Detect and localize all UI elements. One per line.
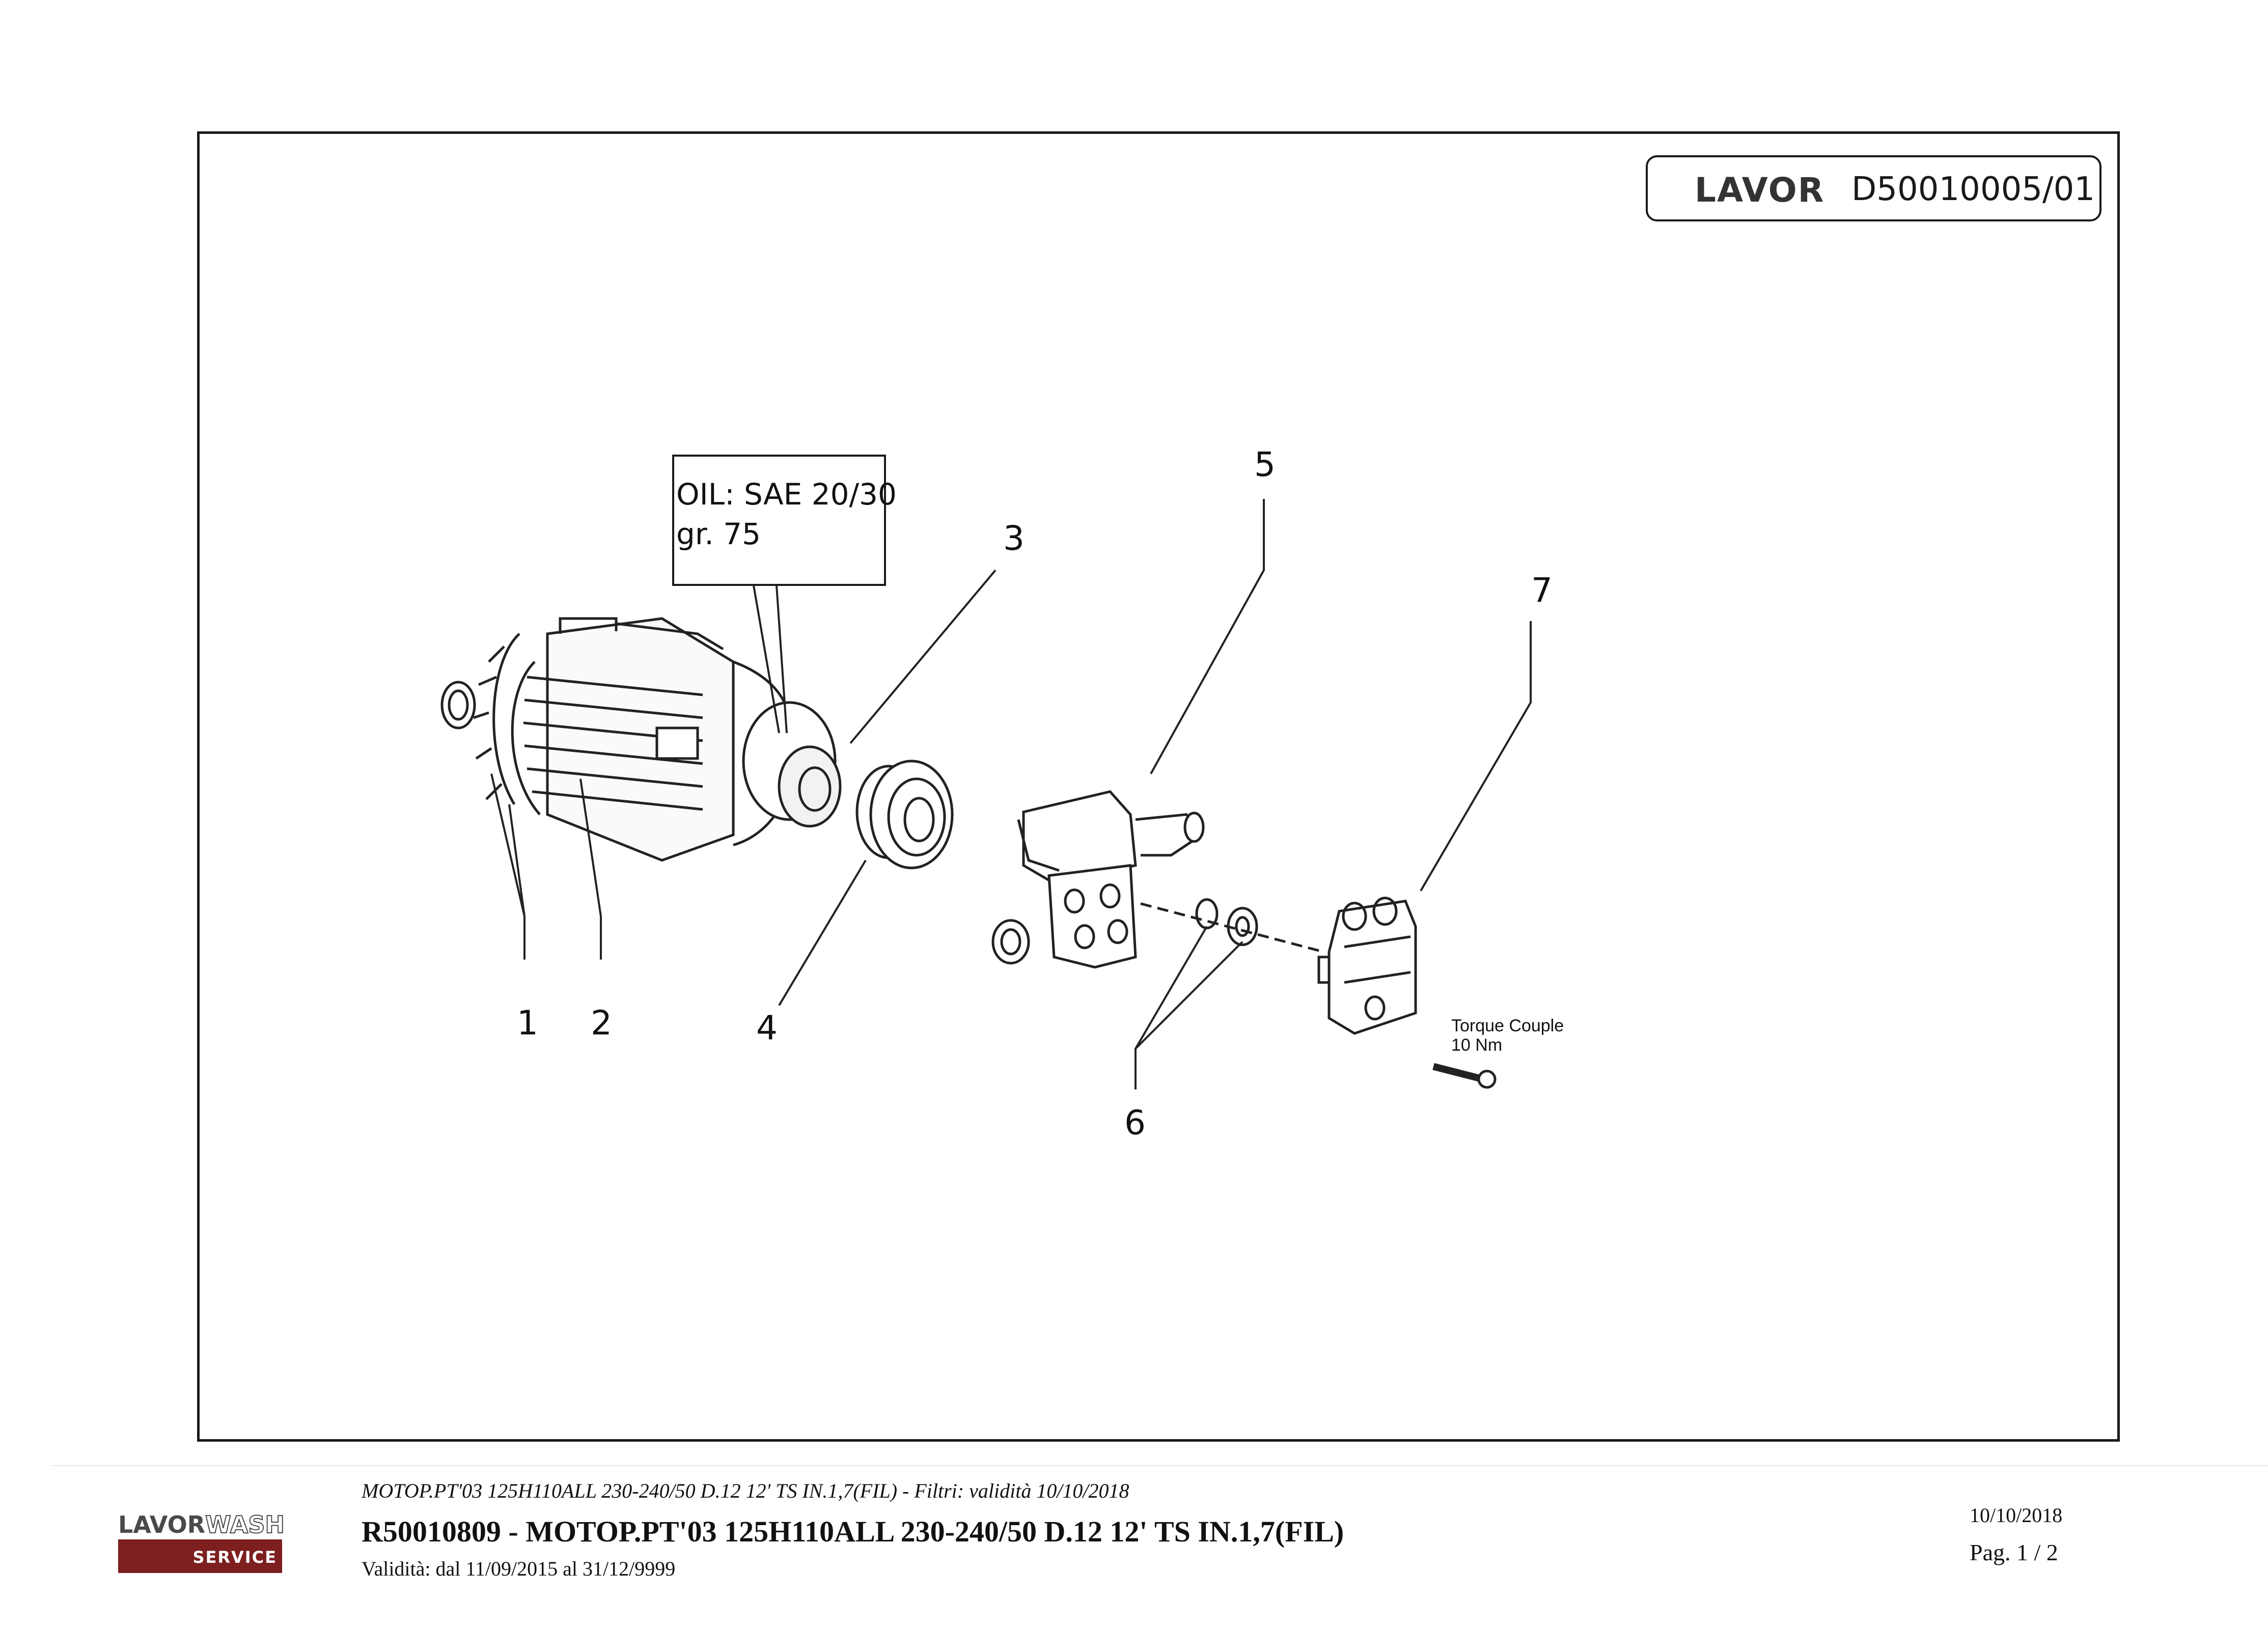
callout-2: 2 (591, 1003, 612, 1043)
lavor-logo: LAVOR (1695, 171, 1825, 210)
lavorwash-service-logo: LAVORWASH SERVICE (118, 1510, 285, 1574)
callout-3: 3 (1003, 519, 1025, 558)
torque-note-line1: Torque Couple (1451, 1016, 1564, 1035)
callout-1: 1 (517, 1003, 538, 1043)
leader-lines (490, 499, 1532, 1089)
callout-5: 5 (1254, 445, 1276, 484)
part-6-seals (1140, 898, 1324, 953)
part-4-pulley (855, 760, 954, 869)
page-number: Pag. 1 / 2 (1970, 1539, 2058, 1565)
part-7-manifold (1317, 896, 1417, 1035)
torque-screw (1432, 1063, 1497, 1089)
callout-7: 7 (1531, 571, 1553, 610)
drawing-frame (197, 131, 2120, 1442)
filter-line: MOTOP.PT'03 125H110ALL 230-240/50 D.12 1… (362, 1479, 1129, 1502)
document-number: D50010005/01 (1851, 171, 2095, 208)
part-1-fan (440, 633, 520, 805)
part-3-flange (742, 701, 842, 828)
callout-6: 6 (1124, 1103, 1146, 1142)
validity-line: Validità: dal 11/09/2015 al 31/12/9999 (362, 1557, 676, 1580)
title-block: LAVOR D50010005/01 (1646, 155, 2101, 221)
torque-note-line2: 10 Nm (1451, 1035, 1502, 1055)
part-2-motor (511, 617, 826, 862)
oil-spec-line1: OIL: SAE 20/30 (676, 477, 897, 512)
part-5-pump-head (991, 790, 1205, 969)
document-title: R50010809 - MOTOP.PT'03 125H110ALL 230-2… (362, 1515, 1344, 1548)
callout-4: 4 (756, 1008, 778, 1048)
oil-spec-line2: gr. 75 (676, 517, 761, 551)
oil-spec-box: OIL: SAE 20/30 gr. 75 (672, 455, 897, 586)
logo-text-service: SERVICE (192, 1548, 277, 1567)
logo-text-wash: WASH (205, 1510, 285, 1539)
print-date: 10/10/2018 (1970, 1504, 2063, 1527)
logo-text-lavor: LAVOR (118, 1511, 206, 1538)
footer-divider (51, 1465, 2268, 1466)
